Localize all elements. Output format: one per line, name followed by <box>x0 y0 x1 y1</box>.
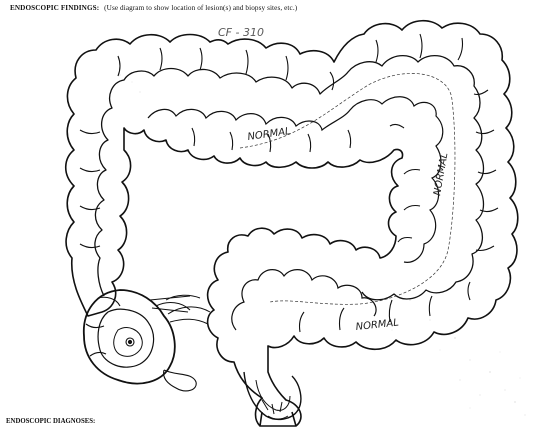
sigmoid-loop <box>232 270 376 330</box>
colon-outer-wall <box>66 21 518 426</box>
colon-inner-wall <box>95 56 484 300</box>
diagnoses-label: ENDOSCOPIC DIAGNOSES: <box>6 418 95 425</box>
annotation-sigmoid: NORMAL <box>355 318 399 333</box>
cecum-pouch <box>84 290 196 391</box>
annotation-transverse: NORMAL <box>247 126 291 143</box>
transverse-inner-loop <box>148 97 443 263</box>
rectum <box>244 372 301 426</box>
annotation-scope-id: CF - 310 <box>218 26 264 39</box>
scan-noise <box>120 75 526 416</box>
annotation-descending: NORMAL <box>432 152 450 197</box>
ileocecal-junction <box>166 295 210 324</box>
